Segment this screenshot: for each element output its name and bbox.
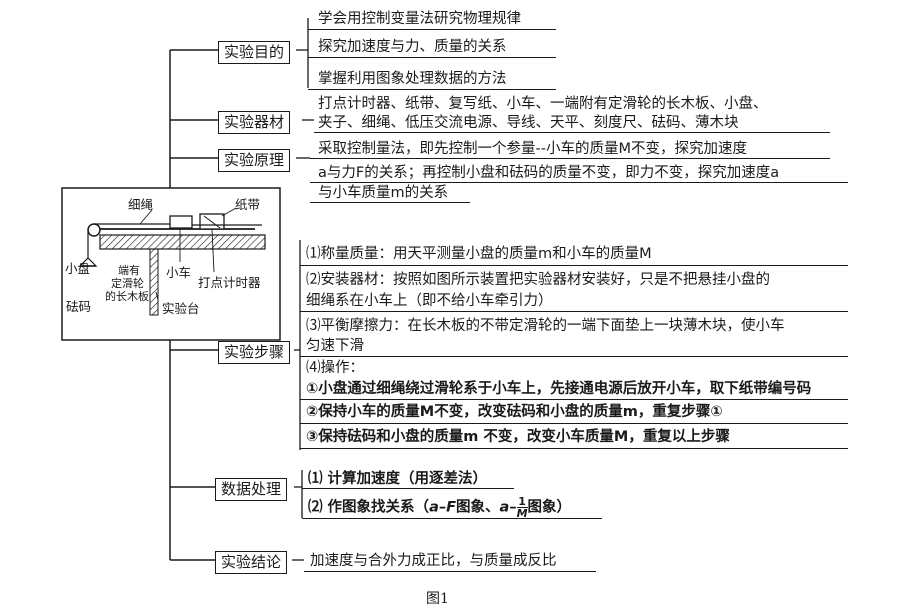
- board-label-2: 定滑轮: [111, 277, 144, 290]
- tape-label: 纸带: [235, 197, 261, 212]
- table-leg: [149, 248, 159, 316]
- step-item: ⑶平衡摩擦力：在长木板的不带定滑轮的一端下面垫上一块薄木块，使小车: [306, 318, 785, 334]
- apparatus-frame: [61, 187, 281, 341]
- timer-label: 打点计时器: [198, 275, 261, 290]
- purpose-item: 学会用控制变量法研究物理规律: [318, 11, 521, 27]
- purpose-item: 探究加速度与力、质量的关系: [318, 39, 507, 55]
- step-op: ②保持小车的质量M不变，改变砝码和小盘的质量m，重复步骤①: [306, 404, 723, 420]
- principle-line: a与力F的关系；再控制小盘和砝码的质量不变，即力不变，探究加速度a: [318, 165, 780, 181]
- step-op: ③保持砝码和小盘的质量m 不变，改变小车质量M，重复以上步骤: [306, 429, 730, 445]
- step-op: ①小盘通过细绳绕过滑轮系于小车上，先接通电源后放开小车，取下纸带编号码: [306, 381, 812, 397]
- materials-line: 打点计时器、纸带、复写纸、小车、一端附有定滑轮的长木板、小盘、: [318, 96, 768, 112]
- step-item: 细绳系在小车上（即不给小车牵引力）: [306, 293, 553, 309]
- car-icon: [169, 215, 193, 229]
- weights-label: 砝码: [66, 299, 92, 314]
- figure-caption: 图1: [426, 591, 449, 607]
- steps-box: 实验步骤: [218, 341, 291, 364]
- step-item: ⑷操作：: [306, 360, 364, 376]
- rope-label: 细绳: [128, 197, 154, 212]
- step-item: ⑴称量质量：用天平测量小盘的质量m和小车的质量M: [306, 246, 652, 262]
- purpose-box: 实验目的: [218, 41, 291, 64]
- conclusion-text: 加速度与合外力成正比，与质量成反比: [310, 553, 557, 569]
- board-label-1: 端有: [118, 264, 140, 277]
- data-box: 数据处理: [215, 478, 288, 501]
- pulley-icon: [87, 223, 101, 237]
- principle-line: 与小车质量m的关系: [318, 185, 449, 201]
- pan-label: 小盘: [65, 261, 91, 276]
- data-item-1: ⑴ 计算加速度（用逐差法）: [308, 471, 488, 487]
- principle-box: 实验原理: [218, 149, 291, 172]
- principle-line: 采取控制量法，即先控制一个参量--小车的质量M不变，探究加速度: [318, 141, 747, 157]
- conclusion-box: 实验结论: [215, 551, 288, 574]
- long-board: [99, 234, 266, 250]
- car-label: 小车: [166, 265, 192, 280]
- purpose-item: 掌握利用图象处理数据的方法: [318, 71, 507, 87]
- board-label-3: 的长木板: [105, 290, 149, 303]
- step-item: 匀速下滑: [306, 338, 364, 354]
- step-item: ⑵安装器材：按照如图所示装置把实验器材安装好，只是不把悬挂小盘的: [306, 272, 770, 288]
- table-label: 实验台: [162, 301, 200, 316]
- materials-box: 实验器材: [218, 111, 291, 134]
- materials-line: 夹子、细绳、低压交流电源、导线、天平、刻度尺、砝码、薄木块: [318, 115, 739, 131]
